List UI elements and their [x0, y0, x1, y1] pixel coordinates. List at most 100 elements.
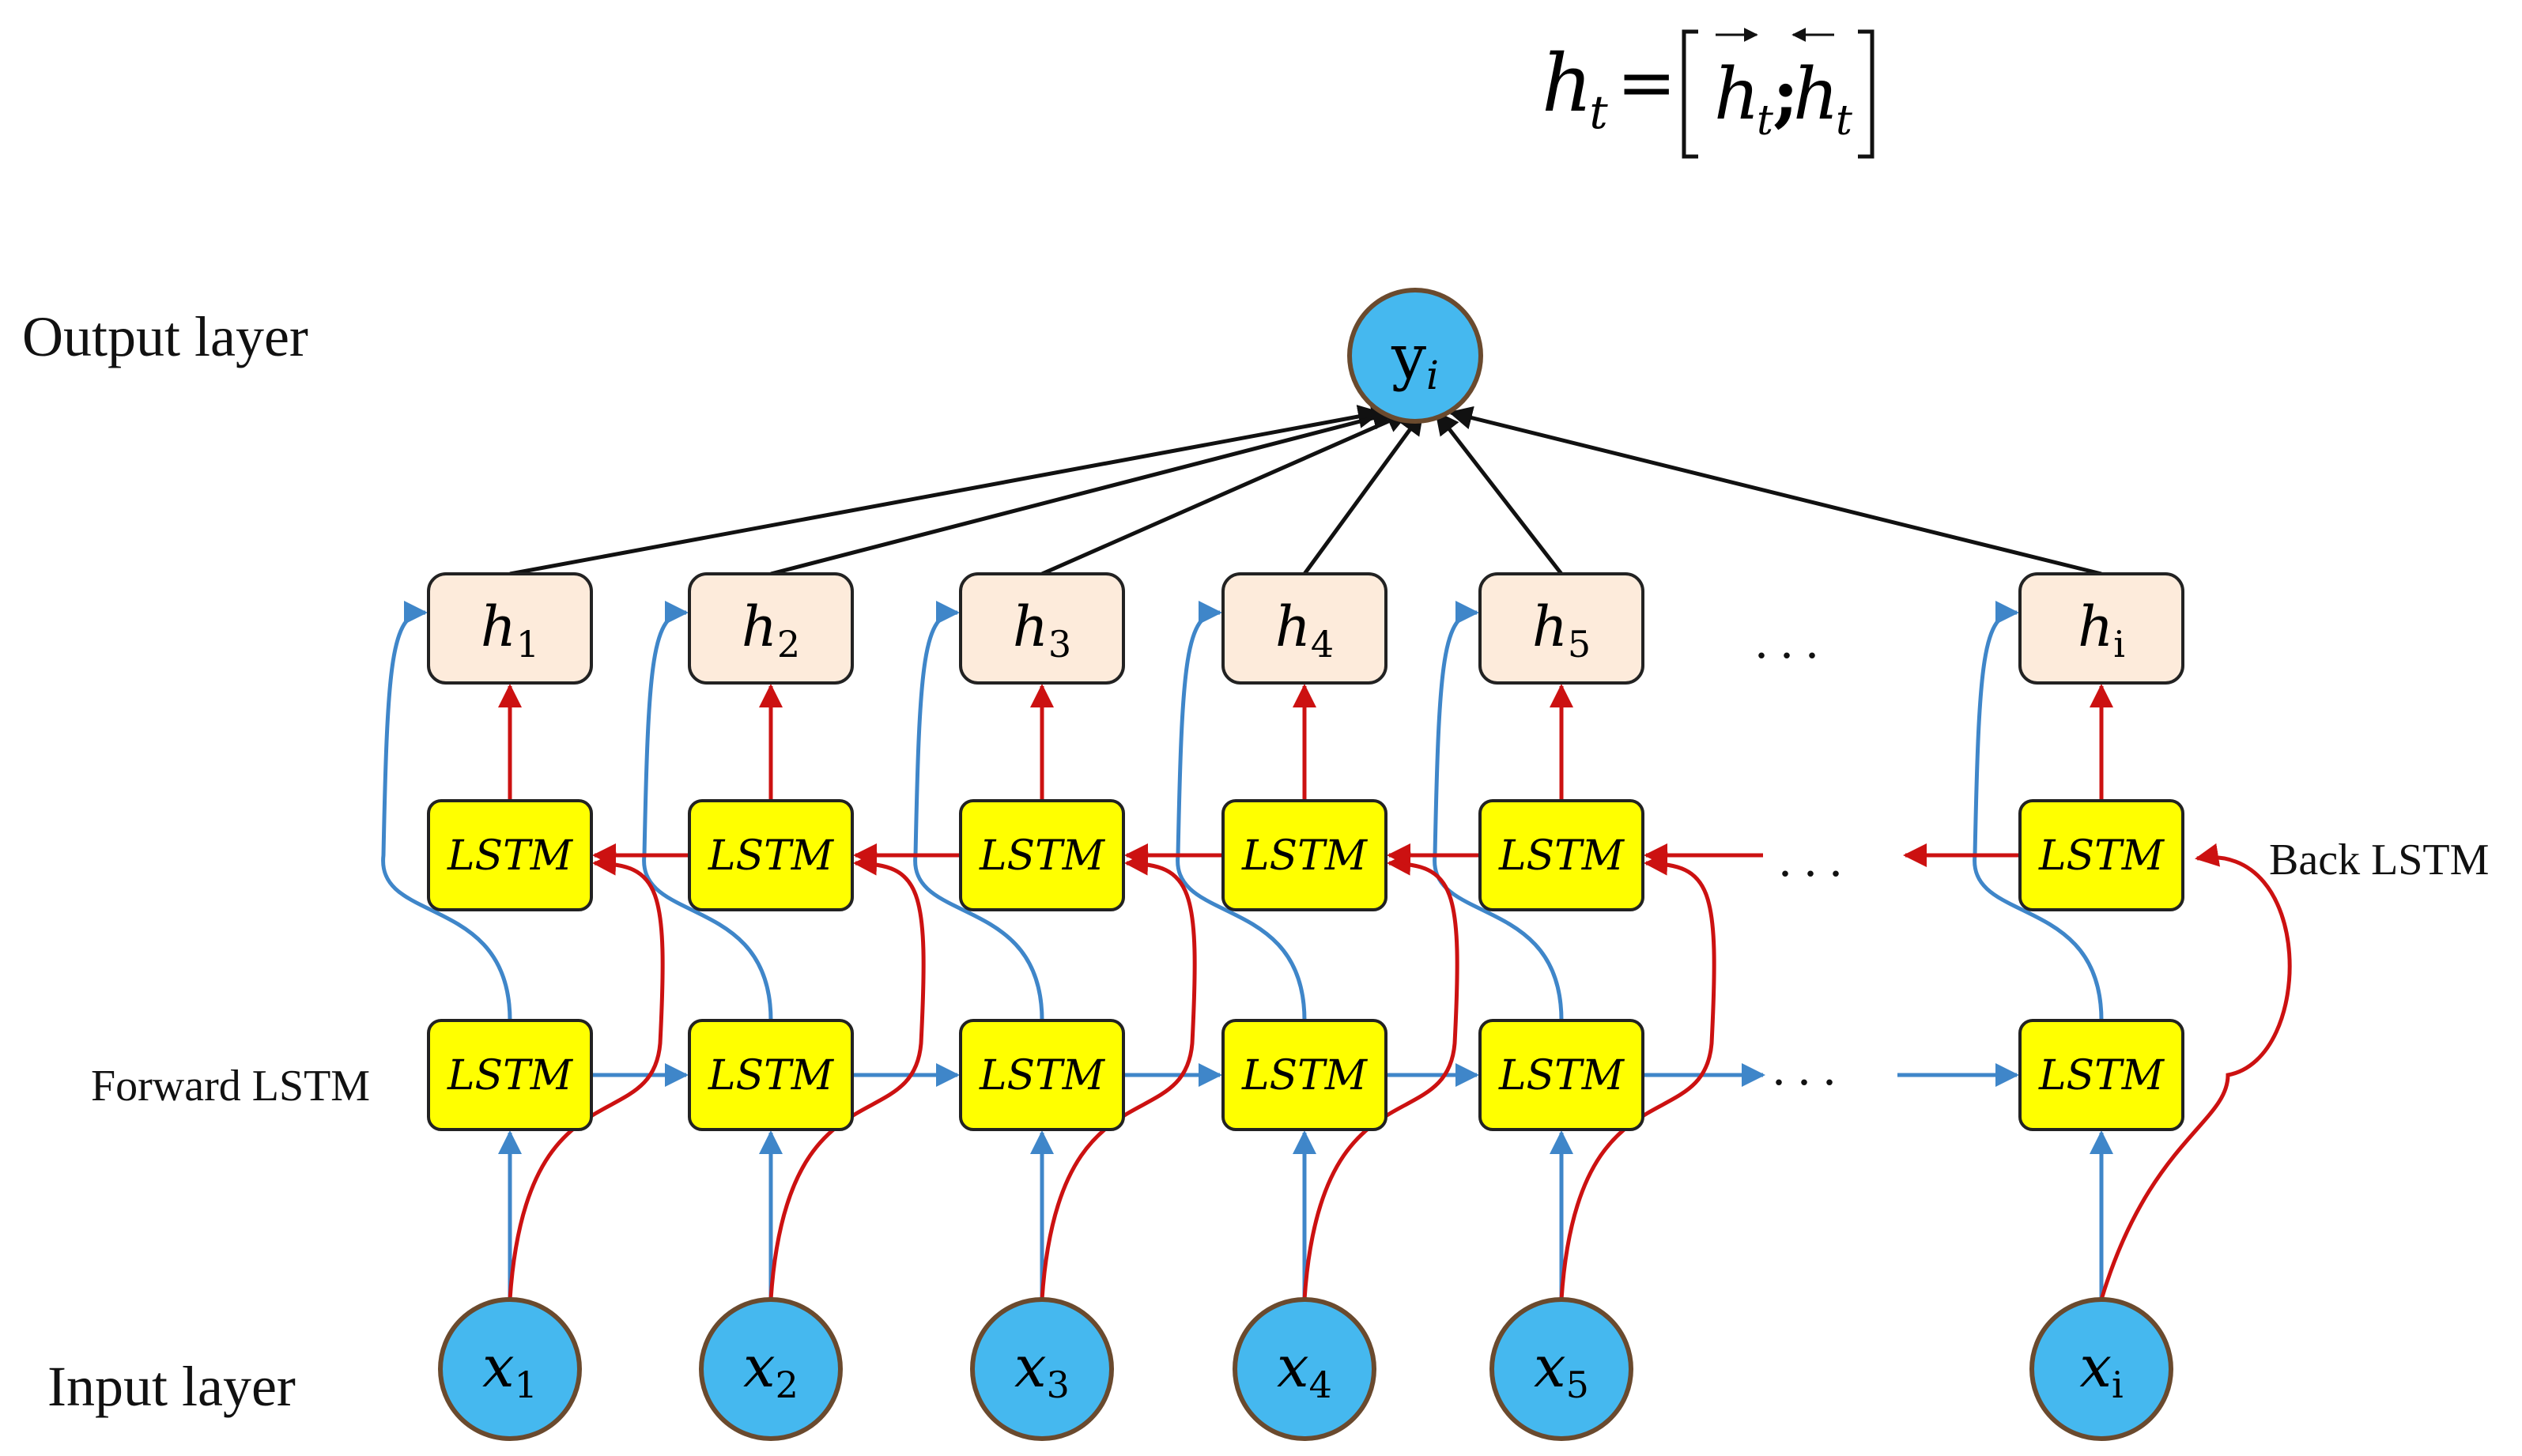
hidden-ellipsis: . . . — [1755, 613, 1818, 669]
forward-lstm-1: LSTM — [427, 1019, 593, 1131]
forward-lstm-i: LSTM — [2018, 1019, 2184, 1131]
back-lstm-label: LSTM — [1498, 832, 1625, 880]
hidden-state-label: hi — [2078, 594, 2125, 666]
forward-lstm-3: LSTM — [959, 1019, 1125, 1131]
hidden-state-5: h5 — [1478, 572, 1644, 685]
backward-connections — [498, 684, 2292, 1300]
forward-lstm-5: LSTM — [1478, 1019, 1644, 1131]
back-lstm-label: Back LSTM — [2269, 836, 2489, 885]
forward-lstm-label: LSTM — [1241, 1052, 1369, 1100]
back-lstm-label: LSTM — [1241, 832, 1369, 880]
input-node-2: x2 — [699, 1297, 843, 1441]
forward-lstm-label: LSTM — [1498, 1052, 1625, 1100]
formula: ht = ht ; ht — [1542, 28, 1875, 159]
forward-lstm-box — [959, 1019, 1125, 1131]
forward-lstm-label: LSTM — [447, 1052, 574, 1100]
input-to-back-arrow — [768, 851, 926, 1300]
input-label: x4 — [1277, 1333, 1332, 1406]
back-lstm-1: LSTM — [427, 799, 593, 911]
input-node-i: xi — [2029, 1297, 2173, 1441]
hidden-state-label: h1 — [481, 594, 539, 666]
back-lstm-box — [1221, 799, 1387, 911]
formula-separator: ; — [1773, 52, 1799, 136]
input-circle — [970, 1297, 1114, 1441]
forward-lstm-label: LSTM — [979, 1052, 1106, 1100]
input-to-back-arrow — [2099, 843, 2292, 1300]
forward-lstm-label: LSTM — [2038, 1052, 2165, 1100]
hidden-state-2: h2 — [688, 572, 854, 685]
formula-left-bracket — [1682, 29, 1698, 159]
hidden-state-1: h1 — [427, 572, 593, 685]
output-connection — [1435, 410, 1563, 575]
back-lstm-label: LSTM — [447, 832, 574, 880]
input-node-5: x5 — [1489, 1297, 1633, 1441]
forward-lstm-4: LSTM — [1221, 1019, 1387, 1131]
input-circle — [1233, 1297, 1376, 1441]
input-circle — [438, 1297, 582, 1441]
hidden-state-box — [1478, 572, 1644, 685]
back-lstm-box — [2018, 799, 2184, 911]
output-connection — [1302, 410, 1425, 575]
input-label: x3 — [1014, 1333, 1070, 1406]
back-lstm-label: LSTM — [979, 832, 1106, 880]
output-connection — [509, 405, 1382, 576]
back-lstm-4: LSTM — [1221, 799, 1387, 911]
input-circle — [699, 1297, 843, 1441]
input-layer-label: Input layer — [47, 1355, 296, 1418]
forward-connections — [381, 601, 2113, 1299]
forward-lstm-box — [427, 1019, 593, 1131]
back-ellipsis: . . . — [1779, 831, 1842, 887]
formula-equals: = — [1617, 41, 1676, 124]
input-to-back-arrow — [1302, 851, 1459, 1300]
hidden-state-label: h3 — [1013, 594, 1071, 666]
back-lstm-5: LSTM — [1478, 799, 1644, 911]
hidden-state-3: h3 — [959, 572, 1125, 685]
input-to-back-arrow — [1559, 851, 1716, 1300]
back-lstm-3: LSTM — [959, 799, 1125, 911]
input-label: xi — [2079, 1333, 2123, 1406]
forward-lstm-box — [688, 1019, 854, 1131]
output-layer-label: Output layer — [22, 305, 308, 368]
input-node-4: x4 — [1233, 1297, 1376, 1441]
back-lstm-box — [688, 799, 854, 911]
hidden-state-4: h4 — [1221, 572, 1387, 685]
forward-to-hidden-arrow — [381, 601, 512, 1021]
input-label: x1 — [482, 1333, 538, 1406]
output-connection — [1448, 405, 2102, 576]
back-lstm-box — [1478, 799, 1644, 911]
hidden-state-box — [2018, 572, 2184, 685]
output-circle — [1347, 288, 1483, 424]
forward-lstm-box — [1221, 1019, 1387, 1131]
input-circle — [1489, 1297, 1633, 1441]
hidden-state-i: hi — [2018, 572, 2184, 685]
output-connection — [1040, 410, 1410, 576]
input-label: x5 — [1534, 1333, 1589, 1406]
hidden-state-box — [427, 572, 593, 685]
back-lstm-i: LSTM — [2018, 799, 2184, 911]
formula-right-bracket — [1858, 29, 1875, 159]
hidden-state-box — [688, 572, 854, 685]
formula-forward-term: ht — [1714, 53, 1773, 145]
input-to-back-arrow — [1040, 851, 1197, 1300]
input-node-3: x3 — [970, 1297, 1114, 1441]
back-lstm-2: LSTM — [688, 799, 854, 911]
hidden-state-label: h5 — [1532, 594, 1591, 666]
output-label: yi — [1391, 322, 1439, 398]
input-to-back-arrow — [508, 851, 665, 1300]
output-connections — [509, 405, 2102, 576]
hidden-state-box — [1221, 572, 1387, 685]
back-lstm-label: LSTM — [708, 832, 835, 880]
hidden-state-label: h2 — [742, 594, 800, 666]
forward-lstm-label: Forward LSTM — [91, 1062, 370, 1111]
forward-lstm-box — [2018, 1019, 2184, 1131]
back-lstm-box — [959, 799, 1125, 911]
input-circle — [2029, 1297, 2173, 1441]
hidden-state-box — [959, 572, 1125, 685]
formula-backward-term: ht — [1793, 53, 1852, 145]
output-node: yi — [1347, 288, 1483, 424]
hidden-state-label: h4 — [1275, 594, 1334, 666]
back-lstm-box — [427, 799, 593, 911]
output-connection — [770, 406, 1396, 576]
